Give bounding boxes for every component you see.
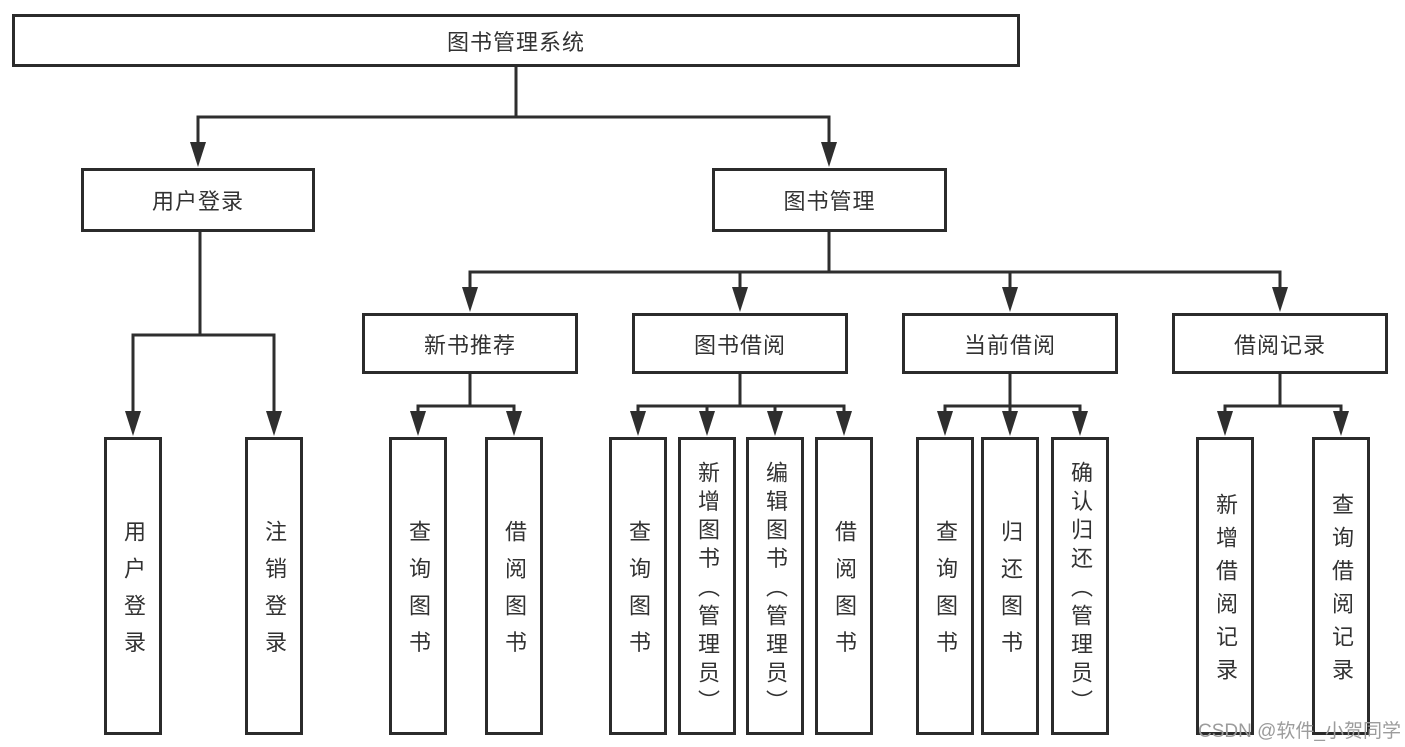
- node-leaf-user-login: 用户登录: [104, 437, 162, 735]
- node-leaf-query-borrow-record: 查询借阅记录: [1312, 437, 1370, 735]
- node-borrowing-records-label: 借阅记录: [1233, 332, 1326, 358]
- node-leaf-add-book-admin: 新增图书（管理员）: [678, 437, 736, 735]
- node-leaf-query-books-current: 查询图书: [916, 437, 974, 735]
- node-library-system: 图书管理系统: [12, 14, 1020, 67]
- node-current-borrowing-label: 当前借阅: [963, 332, 1056, 358]
- node-leaf-logout: 注销登录: [245, 437, 303, 735]
- csdn-watermark: CSDN @软件_小贺同学: [1198, 721, 1401, 742]
- leaf-label: 查询图书: [406, 519, 431, 668]
- node-leaf-confirm-return-admin: 确认归还（管理员）: [1051, 437, 1109, 735]
- node-leaf-return-book: 归还图书: [981, 437, 1039, 735]
- leaf-label: 查询图书: [626, 519, 651, 668]
- node-user-login-label: 用户登录: [151, 189, 244, 214]
- node-leaf-borrow-books: 借阅图书: [815, 437, 873, 735]
- leaf-label: 用户登录: [121, 519, 146, 668]
- node-book-borrowing-label: 图书借阅: [693, 332, 786, 358]
- leaf-label: 查询借阅记录: [1329, 492, 1354, 691]
- node-book-borrowing: 图书借阅: [632, 313, 848, 374]
- node-book-management-label: 图书管理: [783, 189, 876, 214]
- leaf-label: 新增借阅记录: [1213, 492, 1238, 691]
- node-leaf-edit-book-admin: 编辑图书（管理员）: [746, 437, 804, 735]
- node-current-borrowing: 当前借阅: [902, 313, 1118, 374]
- leaf-label: 查询图书: [933, 519, 958, 668]
- node-borrowing-records: 借阅记录: [1172, 313, 1388, 374]
- leaf-label: 确认归还（管理员）: [1068, 460, 1093, 718]
- node-user-login: 用户登录: [81, 168, 315, 232]
- leaf-label: 注销登录: [262, 519, 287, 668]
- node-new-book-recommend-label: 新书推荐: [423, 332, 516, 358]
- node-book-management: 图书管理: [712, 168, 947, 232]
- node-leaf-add-borrow-record: 新增借阅记录: [1196, 437, 1254, 735]
- leaf-label: 借阅图书: [502, 519, 527, 668]
- node-leaf-query-books-recommend: 查询图书: [389, 437, 447, 735]
- node-new-book-recommend: 新书推荐: [362, 313, 578, 374]
- leaf-label: 归还图书: [998, 519, 1023, 668]
- node-leaf-borrow-books-recommend: 借阅图书: [485, 437, 543, 735]
- node-library-system-label: 图书管理系统: [446, 29, 585, 55]
- leaf-label: 新增图书（管理员）: [695, 460, 720, 718]
- leaf-label: 编辑图书（管理员）: [763, 460, 788, 718]
- node-leaf-query-books-borrow: 查询图书: [609, 437, 667, 735]
- leaf-label: 借阅图书: [832, 519, 857, 668]
